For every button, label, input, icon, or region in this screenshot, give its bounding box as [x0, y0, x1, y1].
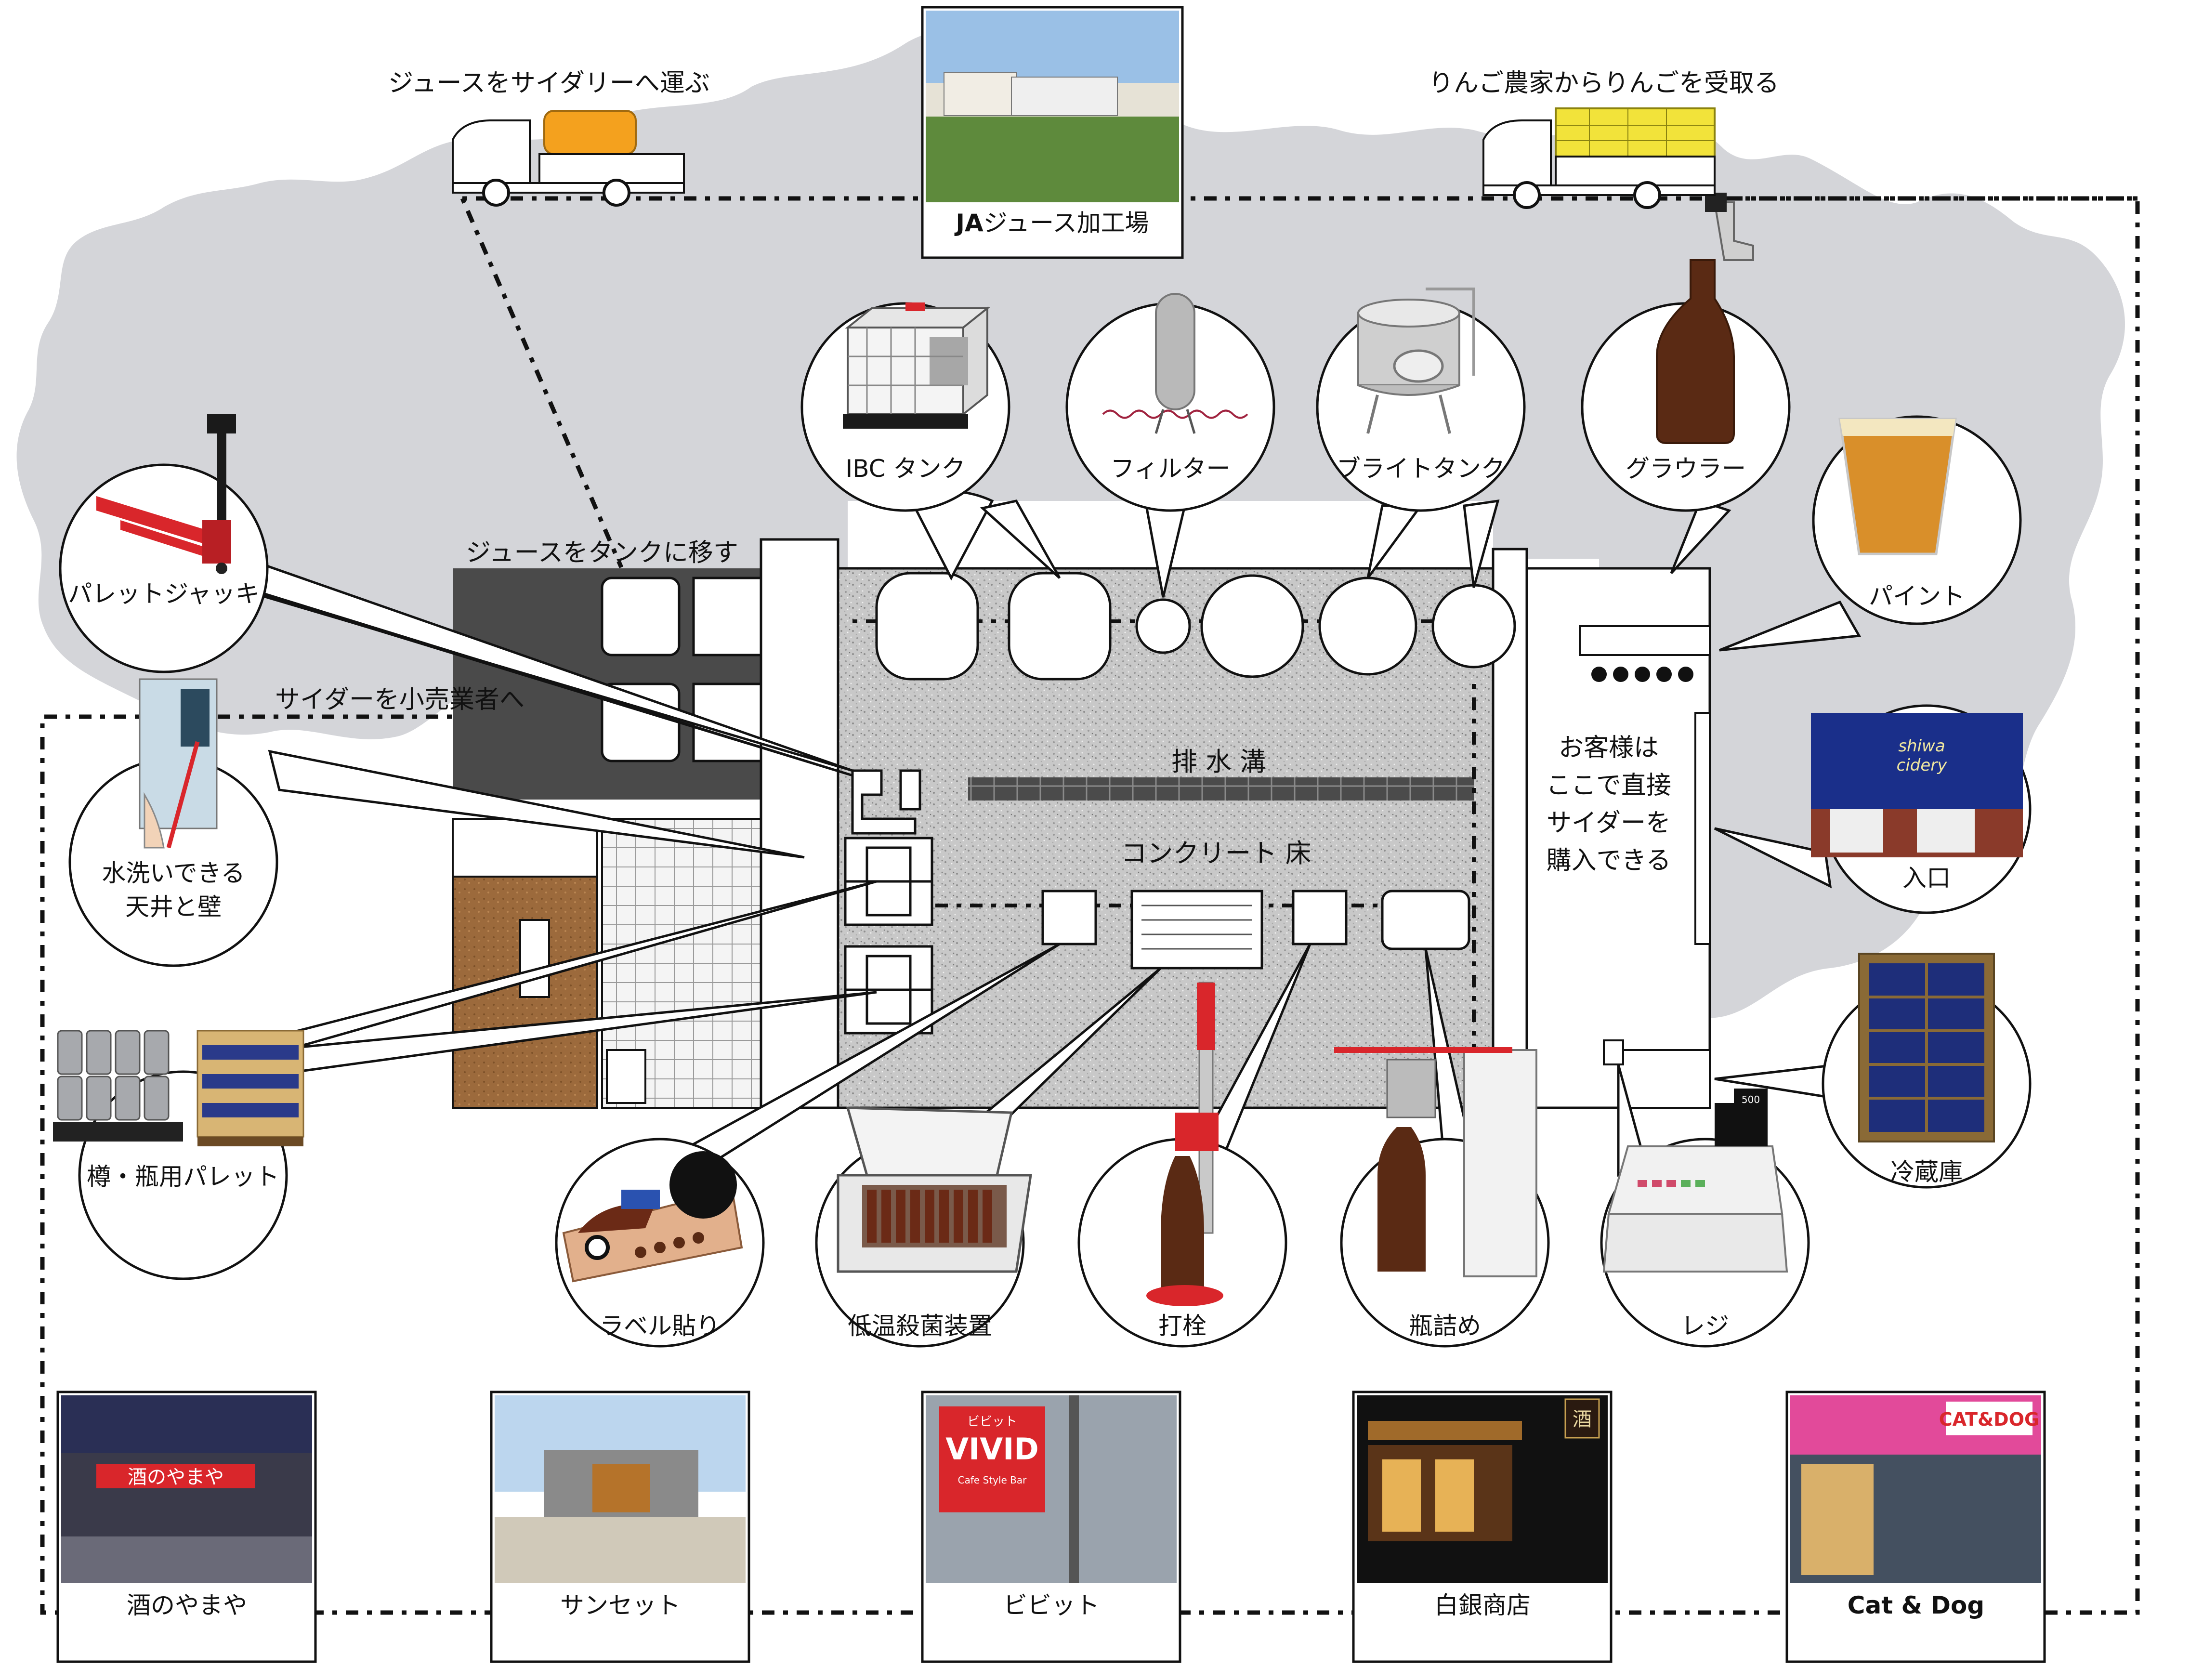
- capper-icon: [1146, 982, 1223, 1306]
- entrance-label: 入口: [1902, 864, 1951, 892]
- svg-text:お客様は: お客様は: [1559, 734, 1659, 762]
- retailer-shirogane: 酒 白銀商店: [1352, 1391, 1613, 1663]
- svg-text:購入できる: 購入できる: [1547, 846, 1671, 875]
- counter-stools: [1591, 667, 1693, 682]
- retailer-name-shirogane: 白銀商店: [1434, 1591, 1531, 1619]
- juice-plant-label: ジュース加工場: [983, 209, 1149, 237]
- retailer-sunset: サンセット: [490, 1391, 750, 1663]
- growler-icon: [1656, 193, 1754, 444]
- yamaya-sign: 酒のやまや: [128, 1466, 224, 1488]
- retailer-yamaya: 酒のやまや 酒のやまや: [56, 1391, 317, 1663]
- flow-cider-to-retailers: サイダーを小売業者へ: [275, 685, 525, 714]
- retailer-name-catdog: Cat & Dog: [1848, 1591, 1984, 1619]
- catdog-sign: CAT&DOG: [1939, 1409, 2039, 1430]
- keg-bottle-pallet-icon: [53, 1030, 304, 1146]
- register-icon: 500: [1602, 1089, 1788, 1273]
- washable-walls-icon: [139, 678, 218, 849]
- noren-line2: cidery: [1897, 756, 1948, 775]
- svg-text:JAジュース加工場: JAジュース加工場: [954, 209, 1149, 237]
- shirogane-sign: 酒: [1573, 1408, 1592, 1431]
- apple-truck-icon: [1482, 107, 1716, 209]
- corridor-pallet-jack: [851, 769, 921, 835]
- svg-text:サイダーを: サイダーを: [1547, 809, 1671, 838]
- entrance-icon: shiwa cidery: [1811, 713, 2023, 857]
- register-label: レジ: [1681, 1312, 1729, 1340]
- flow-juice-to-tank: ジュースをタンクに移す: [466, 538, 738, 567]
- drain-label: 排 水 溝: [1171, 747, 1266, 777]
- floor-pallets: [844, 837, 933, 1035]
- filter-label: フィルター: [1111, 455, 1231, 483]
- retailer-catdog: CAT&DOG Cat & Dog: [1785, 1391, 2046, 1663]
- capper-label: 打栓: [1158, 1312, 1206, 1340]
- vivid-sign: VIVID: [945, 1431, 1039, 1467]
- bright-tank-label: ブライトタンク: [1337, 455, 1505, 483]
- juice-plant-photo: JAジュース加工場: [921, 6, 1184, 259]
- pasteurizer-label: 低温殺菌装置: [848, 1312, 992, 1340]
- pint-label: パイント: [1869, 582, 1965, 610]
- concrete-floor-label: コンクリート 床: [1121, 838, 1311, 868]
- svg-text:ここで直接: ここで直接: [1546, 771, 1671, 800]
- retailer-name-sunset: サンセット: [560, 1591, 681, 1619]
- keg-pallet-label: 樽・瓶用パレット: [87, 1163, 279, 1191]
- ibc-tank-label: IBC タンク: [846, 455, 966, 483]
- retailer-name-vivid: ビビット: [1003, 1591, 1100, 1619]
- pallet-jack-icon: [96, 414, 236, 574]
- floor-tanks: [875, 572, 1516, 681]
- ibc-tank-icon: [843, 302, 990, 429]
- growler-label: グラウラー: [1626, 455, 1746, 483]
- map-region: [16, 30, 2125, 1019]
- pasteurizer-icon: [837, 1106, 1032, 1273]
- customer-note: お客様は ここで直接 サイダーを 購入できる: [1546, 734, 1671, 875]
- vivid-sign-sub: Cafe Style Bar: [958, 1474, 1027, 1486]
- pint-icon: [1838, 418, 1957, 555]
- site-plan: [452, 538, 1711, 1109]
- juice-plant-prefix: JA: [954, 209, 983, 237]
- register-display: 500: [1742, 1094, 1760, 1105]
- flow-apples-from-farmers: りんご農家からりんごを受取る: [1429, 69, 1779, 98]
- bottling-label: 瓶詰め: [1409, 1312, 1481, 1340]
- washable-label-2: 天井と壁: [125, 893, 222, 921]
- juice-truck-icon: [452, 110, 685, 207]
- bottling-icon: [1334, 1047, 1537, 1277]
- floor-machines: [1041, 890, 1470, 970]
- retailer-vivid: ビビット VIVID Cafe Style Bar ビビット: [921, 1391, 1181, 1663]
- retailer-name-yamaya: 酒のやまや: [127, 1591, 247, 1619]
- vivid-sign-small: ビビット: [967, 1415, 1017, 1429]
- fridge-label: 冷蔵庫: [1890, 1158, 1963, 1186]
- label-applier-label: ラベル貼り: [600, 1312, 720, 1340]
- washable-label-1: 水洗いできる: [102, 859, 245, 887]
- pallet-jack-label: パレットジャッキ: [68, 580, 260, 608]
- flow-juice-to-cidery: ジュースをサイダリーへ運ぶ: [388, 69, 710, 98]
- label-applier-icon: [562, 1151, 743, 1283]
- bright-tank-icon: [1357, 288, 1475, 434]
- fridge-icon: [1858, 953, 1995, 1142]
- filter-icon: [1102, 293, 1248, 434]
- noren-line1: shiwa: [1898, 736, 1945, 756]
